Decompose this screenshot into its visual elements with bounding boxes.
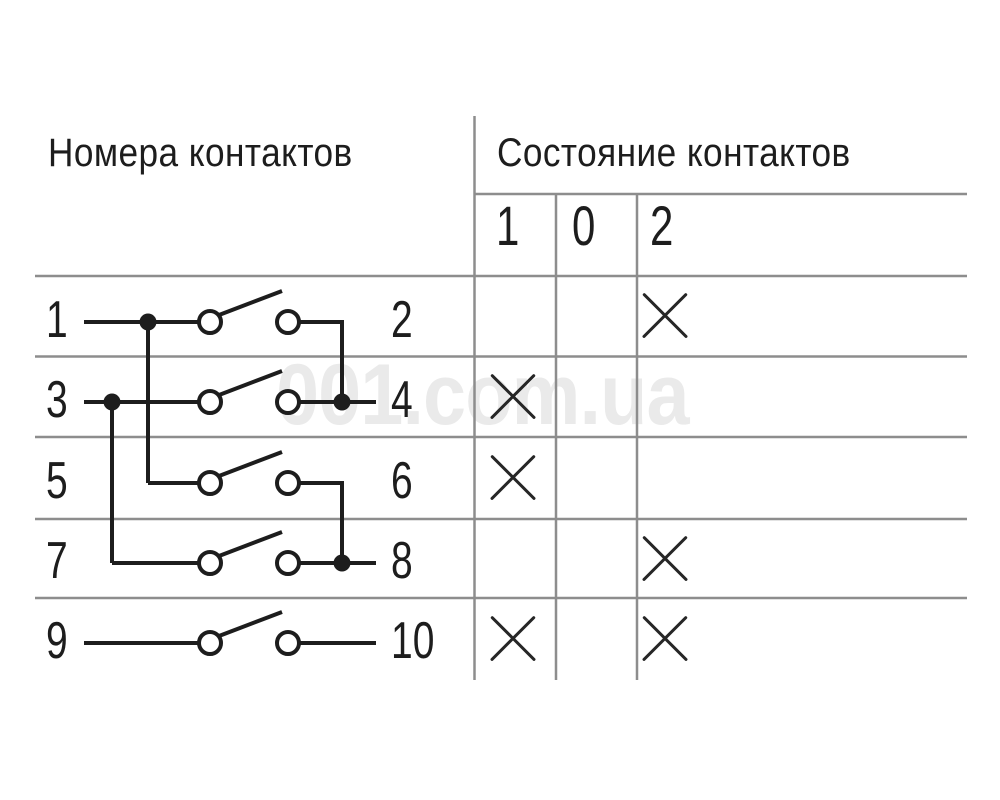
lever-contact9-10 bbox=[218, 610, 283, 638]
terminal-circle bbox=[197, 630, 223, 656]
contact-number-5: 5 bbox=[46, 452, 68, 510]
terminal-circle bbox=[197, 389, 223, 415]
state-cell-r3-pos2 bbox=[637, 437, 967, 519]
state-cell-r5-pos2 bbox=[637, 598, 967, 680]
junction-dot bbox=[139, 313, 157, 331]
contact-number-4: 4 bbox=[391, 371, 413, 429]
contact-number-1: 1 bbox=[46, 291, 68, 349]
state-cell-r4-pos1 bbox=[474, 519, 556, 598]
terminal-circle bbox=[275, 630, 301, 656]
circuit-wires bbox=[84, 289, 376, 645]
state-cell-r2-pos0 bbox=[556, 356, 637, 437]
table-grid bbox=[35, 116, 967, 680]
state-cell-r1-pos1 bbox=[474, 276, 556, 356]
states-header: Состояние контактов bbox=[497, 131, 851, 175]
terminal-circle bbox=[197, 550, 223, 576]
position-label-1: 1 bbox=[496, 194, 520, 257]
state-cell-r3-pos1 bbox=[474, 437, 556, 519]
position-label-2: 2 bbox=[650, 194, 674, 257]
contact-number-3: 3 bbox=[46, 371, 68, 429]
state-cell-r1-pos0 bbox=[556, 276, 637, 356]
terminal-circle bbox=[197, 470, 223, 496]
state-cell-r2-pos2 bbox=[637, 356, 967, 437]
junction-dots bbox=[103, 313, 351, 572]
position-label-0: 0 bbox=[572, 194, 596, 257]
state-cell-r1-pos2 bbox=[637, 276, 967, 356]
state-cell-r4-pos0 bbox=[556, 519, 637, 598]
contact-terminals bbox=[197, 309, 301, 656]
lever-contact3-4 bbox=[218, 369, 283, 397]
state-cell-r5-pos0 bbox=[556, 598, 637, 680]
lever-contact5-6 bbox=[218, 450, 283, 478]
state-cell-r4-pos2 bbox=[637, 519, 967, 598]
contact-number-7: 7 bbox=[46, 532, 68, 590]
contact-number-6: 6 bbox=[391, 452, 413, 510]
terminal-circle bbox=[275, 470, 301, 496]
state-cell-r2-pos1 bbox=[474, 356, 556, 437]
state-cell-r3-pos0 bbox=[556, 437, 637, 519]
wire-contact2-down bbox=[299, 320, 344, 402]
contact-closed-mark bbox=[490, 455, 536, 501]
state-cell-r5-pos1 bbox=[474, 598, 556, 680]
terminal-circle bbox=[275, 389, 301, 415]
junction-dot bbox=[333, 554, 351, 572]
terminal-circle bbox=[275, 309, 301, 335]
contact-closed-mark bbox=[642, 536, 688, 582]
terminal-circle bbox=[197, 309, 223, 335]
contact-number-9: 9 bbox=[46, 612, 68, 670]
contact-number-10: 10 bbox=[391, 612, 435, 670]
contact-number-8: 8 bbox=[391, 532, 413, 590]
lever-contact1-2 bbox=[218, 289, 283, 317]
junction-dot bbox=[333, 393, 351, 411]
junction-dot bbox=[103, 393, 121, 411]
contact-closed-mark bbox=[642, 616, 688, 662]
lever-contact7-8 bbox=[218, 530, 283, 558]
terminal-circle bbox=[275, 550, 301, 576]
wire-contact6-down bbox=[299, 481, 344, 563]
contact-number-2: 2 bbox=[391, 291, 413, 349]
contacts-header: Номера контактов bbox=[48, 131, 353, 175]
contact-closed-mark bbox=[490, 374, 536, 420]
contact-closed-mark bbox=[490, 616, 536, 662]
contact-closed-mark bbox=[642, 293, 688, 339]
